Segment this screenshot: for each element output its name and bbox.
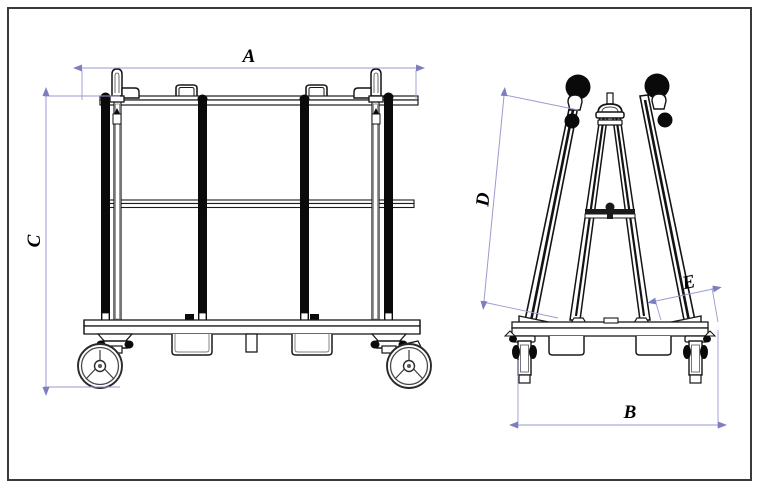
dimension-b-label: B [623,402,637,423]
knob-small-right [657,112,673,128]
upright-post-1 [100,92,111,322]
dimension-e-label: E [679,271,697,294]
end-elevation-view: D E B [472,73,727,429]
outer-leg-left [522,94,581,331]
inner-tube-post-right [371,99,380,323]
end-deck-beam [511,317,709,337]
dimension-a-label: A [242,46,256,67]
dimension-d-label: D [472,191,494,208]
dimension-d: D [472,87,579,319]
leg-collar-left [567,94,583,111]
end-caster-left [503,330,537,384]
middle-rail [103,199,415,209]
dimension-b: B [509,330,727,429]
upright-post-2 [197,94,208,322]
knob-large-left [565,74,591,100]
end-caster-right [683,330,717,384]
underdeck-pocket-left [171,334,213,356]
knob-large-right [644,73,670,99]
underdeck-pocket-right [291,334,333,356]
dimension-e: E [647,271,722,323]
outer-leg-right [639,94,698,331]
top-handle-left [175,84,198,96]
upright-post-4 [383,92,394,322]
end-underdeck-pocket-right [635,336,672,356]
top-rail [99,95,419,106]
dimension-c-label: C [24,234,45,247]
top-handle-right [305,84,328,96]
front-elevation-view: A C [24,46,432,396]
upright-post-3 [299,94,310,322]
underdeck-center-tab [245,333,258,353]
caster-front-right [370,333,432,389]
aframe-cross-brace [584,202,636,219]
caster-front-left [77,333,134,389]
aframe-apex-cap [595,92,625,126]
latch-hardware-left [109,68,140,125]
end-underdeck-pocket-left [548,336,585,356]
latch-hardware-right [353,68,384,125]
deck-blocks [185,314,319,321]
base-chassis [83,319,421,335]
dimension-c: C [24,87,120,396]
dimension-a: A [73,46,425,100]
inner-tube-post-left [113,99,122,323]
leg-collar-right [651,93,667,110]
knob-small-left [564,113,580,129]
